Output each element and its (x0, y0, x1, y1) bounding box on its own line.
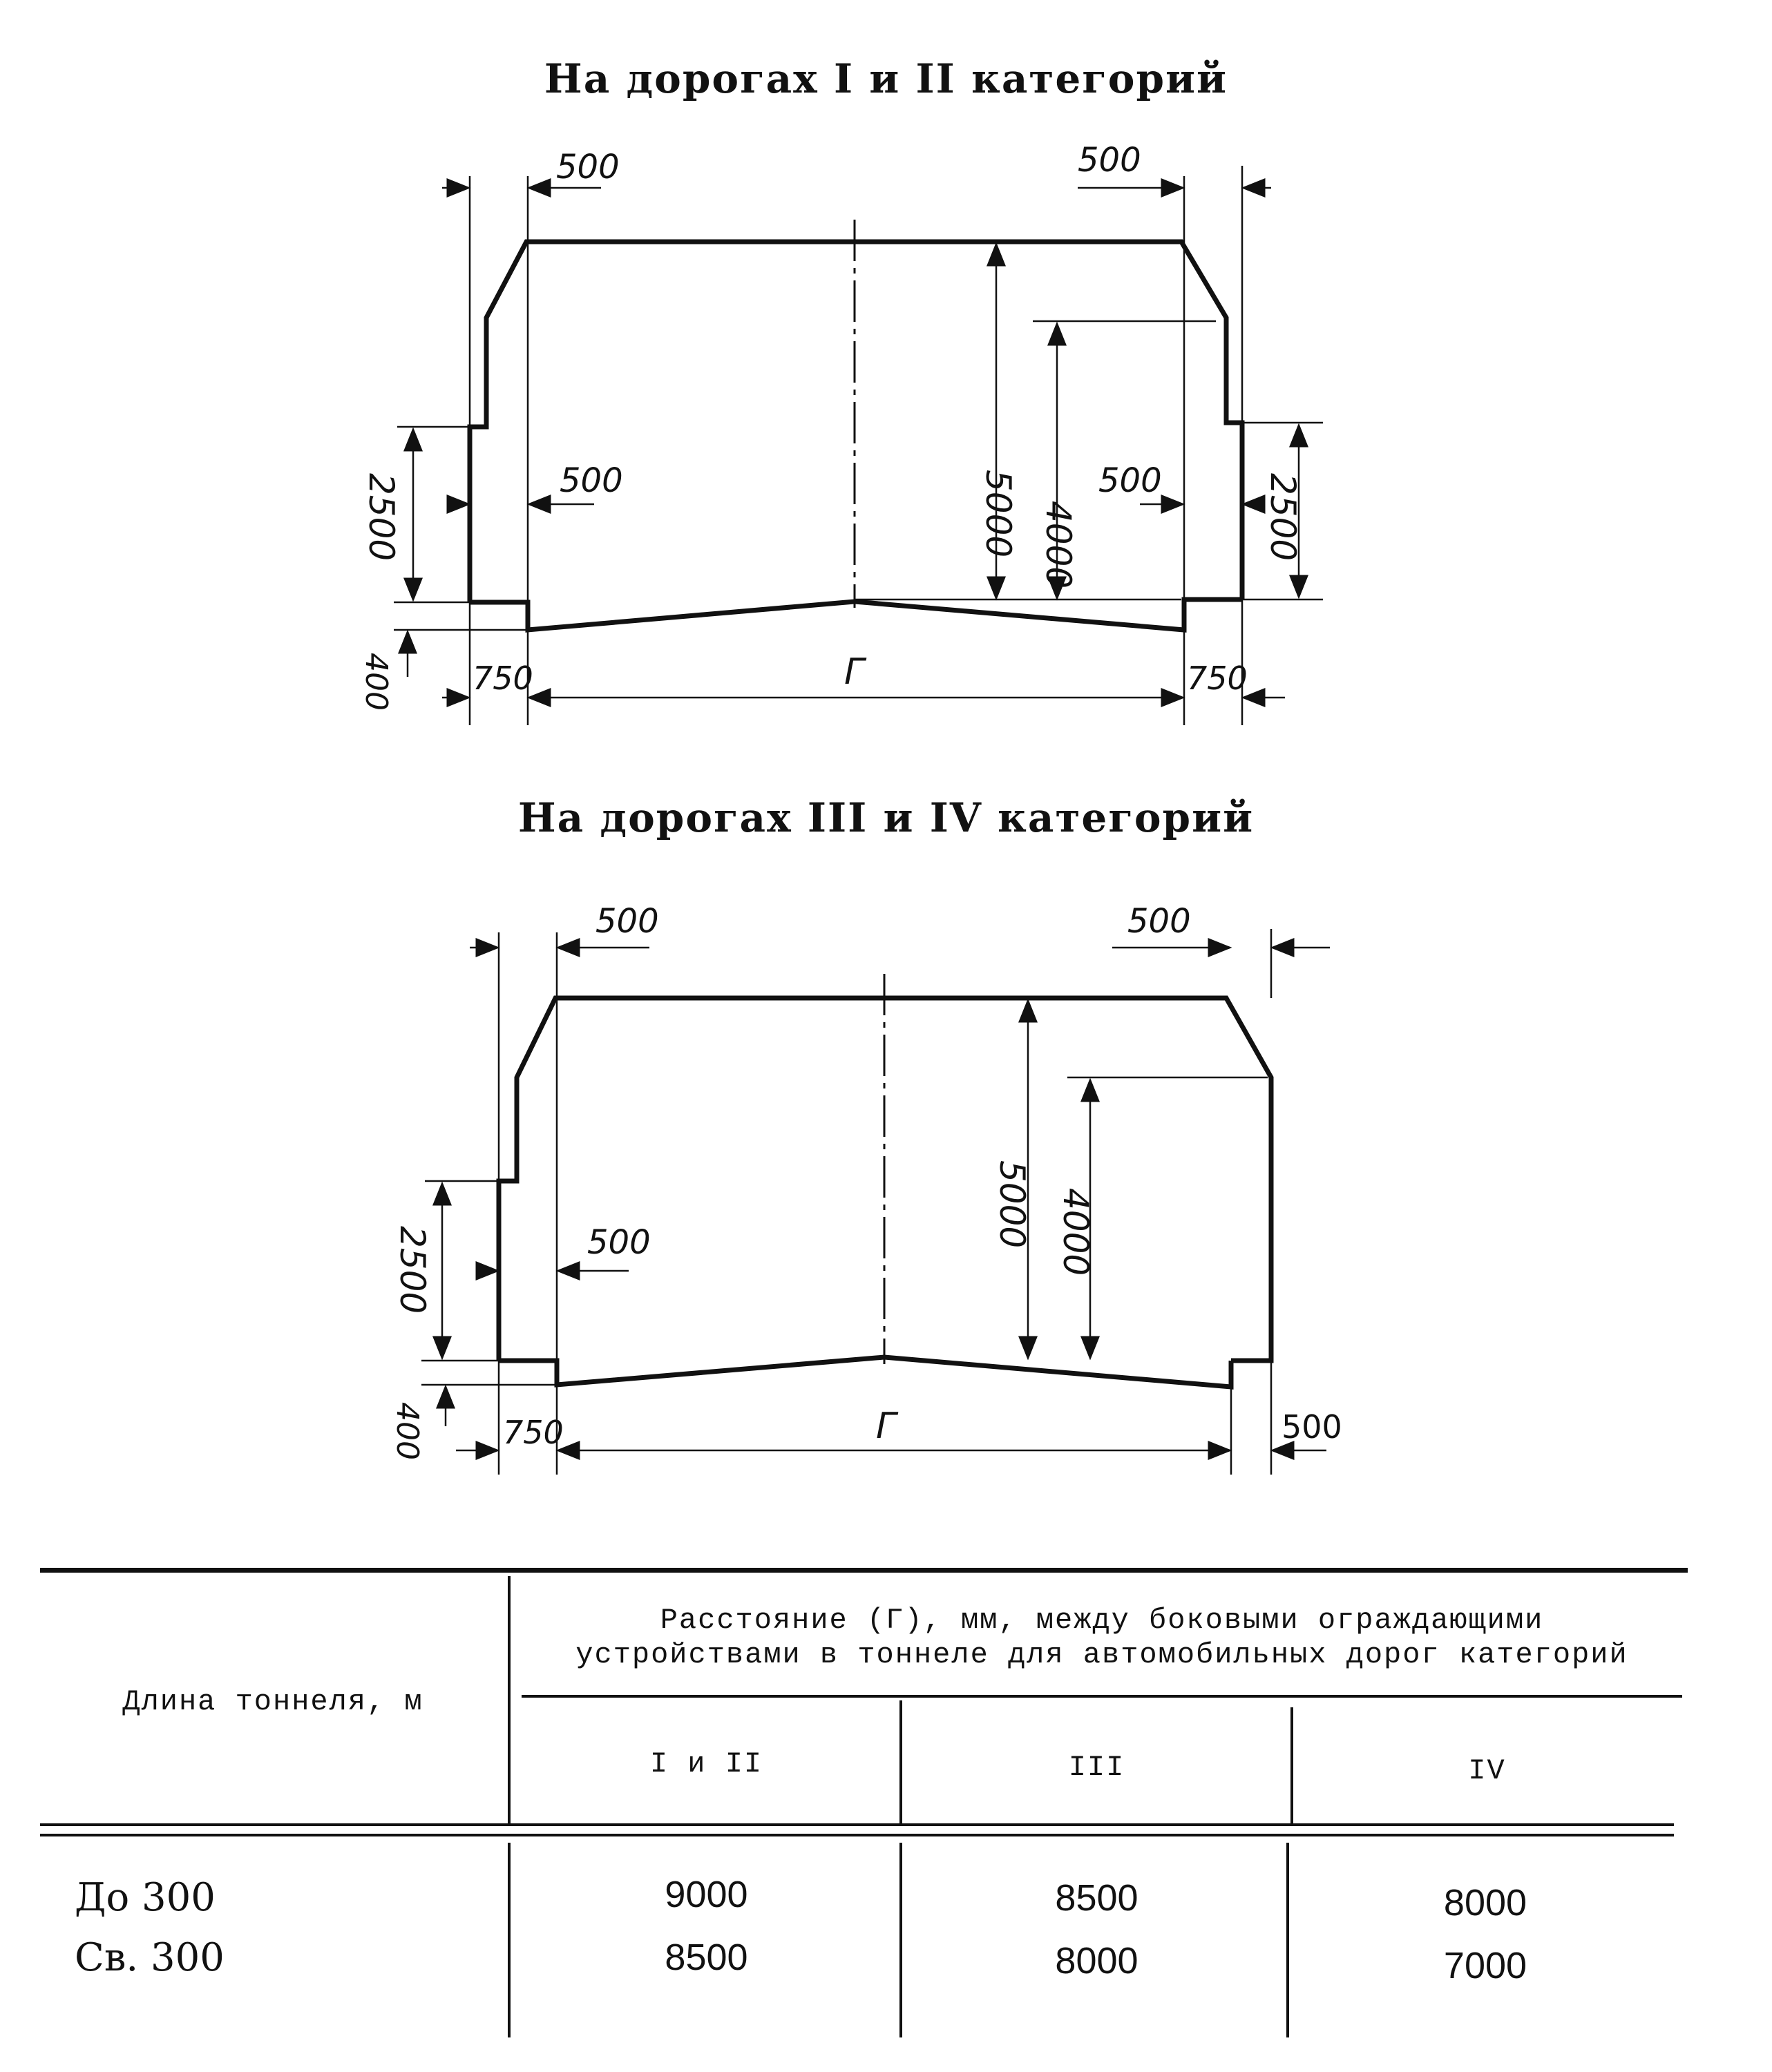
subheader-cat-1-2: I и II (649, 1747, 763, 1781)
tunnel-clearance-diagram-1: 500 500 500 500 5000 4000 2500 2500 400 … (359, 141, 1323, 725)
dim-top-right-500: 500 (1078, 141, 1141, 180)
cell-over300-cat4: 7000 (1443, 1945, 1527, 1986)
dim-base-400: 400 (359, 653, 394, 711)
dim-height-4000: 4000 (1038, 501, 1078, 588)
dim-mid-right-500: 500 (1098, 461, 1162, 500)
dim-bottom-left-750: 750 (473, 660, 533, 697)
dim-gamma: Г (844, 651, 867, 693)
diagram2-title: На дорогах III и IV категорий (517, 794, 1255, 841)
cell-up300-cat12: 9000 (665, 1874, 748, 1915)
sub-divider-1 (899, 1700, 902, 1825)
dim-mid-left-500: 500 (560, 461, 623, 500)
header-group-line2: устройствами в тоннеле для автомобильных… (575, 1638, 1628, 1671)
cell-up300-cat3: 8500 (1055, 1877, 1139, 1919)
body-vertical-rule-1 (508, 1843, 511, 2037)
dim-height-5000: 5000 (978, 470, 1018, 557)
dim-bottom-right-750: 750 (1187, 660, 1248, 697)
dim2-left-2500: 2500 (392, 1226, 432, 1314)
dim2-top-left-500: 500 (596, 902, 659, 941)
body-vertical-rule-2 (899, 1843, 902, 2037)
sub-divider-2 (1290, 1707, 1293, 1825)
body-vertical-rule-3 (1286, 1843, 1289, 2037)
header-double-rule-a (40, 1823, 1674, 1826)
cell-over300-cat3: 8000 (1055, 1940, 1139, 1982)
header-vertical-rule (508, 1576, 511, 1825)
header-double-rule-b (40, 1834, 1674, 1836)
diagram1-title: На дорогах I и II категорий (544, 55, 1228, 102)
dim-right-2500: 2500 (1263, 473, 1303, 561)
dim2-gamma: Г (876, 1406, 899, 1447)
dim2-bottom-left-750: 750 (503, 1414, 564, 1451)
subheader-cat-4: IV (1468, 1754, 1506, 1787)
dim2-bottom-right-500: 500 (1282, 1408, 1342, 1446)
table-top-rule (40, 1568, 1688, 1573)
cell-up300-cat4: 8000 (1443, 1882, 1527, 1924)
header-tunnel-length: Длина тоннеля, м (122, 1685, 423, 1718)
cell-over300-cat12: 8500 (665, 1937, 748, 1978)
dim-left-2500: 2500 (361, 473, 401, 561)
dim2-height-5000: 5000 (992, 1160, 1032, 1248)
row-label-over-300: Св. 300 (75, 1935, 225, 1980)
dim2-base-400: 400 (390, 1402, 425, 1460)
dim2-mid-left-500: 500 (587, 1223, 651, 1262)
dim2-top-right-500: 500 (1127, 902, 1191, 941)
dim2-height-4000: 4000 (1056, 1188, 1096, 1276)
dim-top-left-500: 500 (556, 148, 620, 186)
group-underline-rule (522, 1695, 1682, 1698)
subheader-cat-3: III (1068, 1751, 1125, 1784)
header-group-line1: Расстояние (Г), мм, между боковыми ограж… (660, 1604, 1544, 1637)
row-label-up-to-300: До 300 (75, 1875, 216, 1920)
tunnel-clearance-diagram-2: 500 500 500 5000 4000 2500 400 750 Г 500 (390, 902, 1342, 1475)
